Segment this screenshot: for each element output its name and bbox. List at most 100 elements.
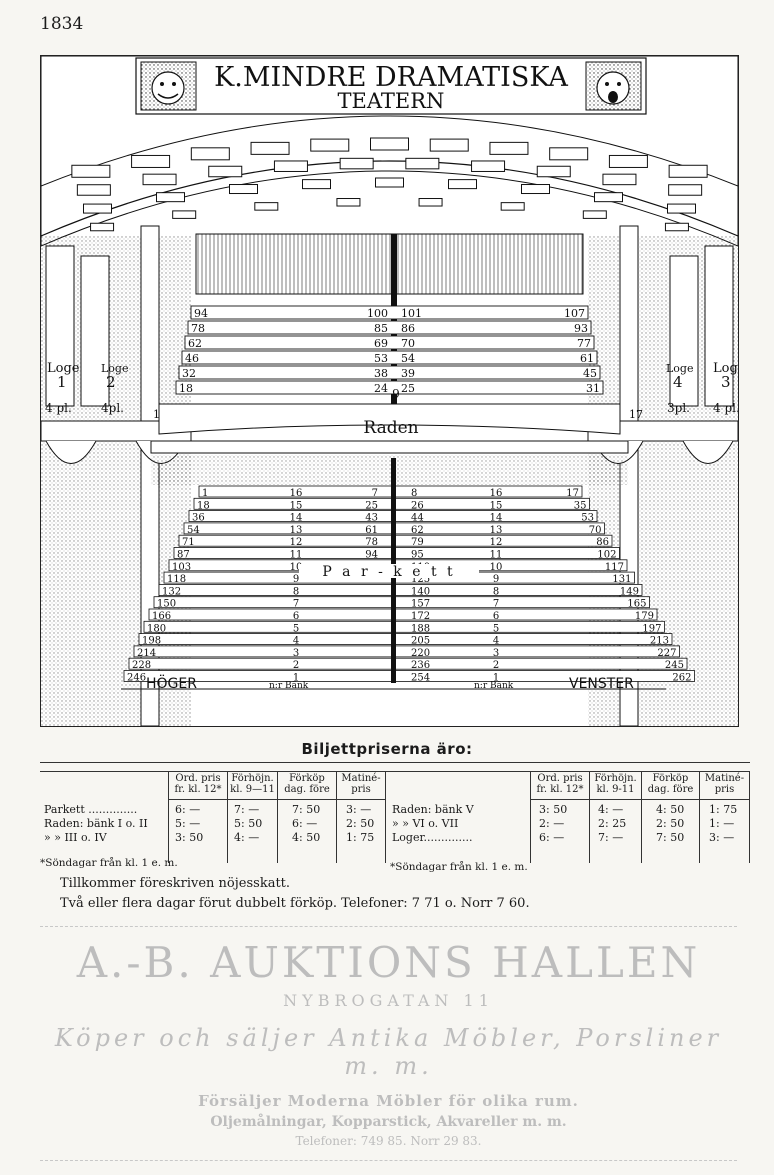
nr-bank-left: n:r Bänk bbox=[269, 681, 309, 691]
ceiling-coffer bbox=[77, 185, 110, 196]
balcony-seat-center-left: 24 bbox=[374, 382, 388, 395]
parkett-seat-center-right: 62 bbox=[411, 525, 424, 536]
parkett-seat-center-right: 254 bbox=[411, 673, 430, 684]
parkett-seat-center-right: 157 bbox=[411, 599, 430, 610]
parkett-row bbox=[134, 646, 680, 657]
price-cell-mat: 3: — bbox=[346, 803, 371, 816]
parkett-seat-left-outer: 246 bbox=[127, 673, 146, 684]
parkett-seat-right-outer: 17 bbox=[566, 488, 579, 499]
parkett-seat-right-outer: 245 bbox=[665, 660, 684, 671]
parkett-seat-right-outer: 165 bbox=[627, 599, 646, 610]
parkett-row-number-left: 8 bbox=[293, 586, 299, 597]
parkett-seat-center-right: 44 bbox=[411, 513, 424, 524]
balcony-seat-center-right: 101 bbox=[401, 307, 422, 320]
page-number: 1834 bbox=[40, 14, 83, 34]
ceiling-coffer bbox=[311, 139, 349, 151]
parkett-row-number-right: 5 bbox=[493, 623, 499, 634]
price-cell-fork: 6: — bbox=[292, 817, 317, 830]
raden-left-number: 1 bbox=[153, 408, 160, 421]
balcony-seat-left: 32 bbox=[182, 367, 196, 380]
note-tax: Tillkommer föreskriven nöjesskatt. bbox=[60, 876, 290, 891]
loge-3-number: 3 bbox=[721, 373, 731, 391]
price-cell-ord: 6: — bbox=[175, 803, 200, 816]
ceiling-coffer bbox=[143, 174, 176, 185]
ceiling-coffer bbox=[669, 185, 702, 196]
price-cell-forh: 2: 25 bbox=[598, 817, 626, 830]
balcony-seat-right: 107 bbox=[564, 307, 585, 320]
parkett-row-number-left: 3 bbox=[293, 648, 299, 659]
parkett-row-number-left: 14 bbox=[290, 513, 303, 524]
ad-paintings: Oljemålningar, Kopparstick, Akvareller m… bbox=[40, 1114, 737, 1130]
ceiling-coffer bbox=[376, 178, 404, 187]
parkett-row-number-left: 9 bbox=[293, 574, 299, 585]
parkett-seat-center-left: 94 bbox=[365, 550, 378, 561]
ceiling-coffer bbox=[595, 193, 623, 202]
ceiling-coffer bbox=[490, 142, 528, 154]
ad-buy-sell: Köper och säljer Antika Möbler, Porsline… bbox=[40, 1024, 737, 1080]
raden-label: Raden bbox=[363, 418, 418, 438]
footnote-right: *Söndagar från kl. 1 e. m. bbox=[390, 861, 528, 873]
ceiling-coffer bbox=[419, 199, 442, 207]
ceiling-coffer bbox=[255, 203, 278, 211]
advertisement: A.-B. AUKTIONS HALLEN NYBROGATAN 11 Köpe… bbox=[40, 918, 737, 1168]
price-cell-mat: 1: 75 bbox=[346, 831, 374, 844]
parkett-row bbox=[159, 584, 642, 595]
parkett-seat-left-outer: 228 bbox=[132, 660, 151, 671]
price-cell-mat: 3: — bbox=[709, 831, 734, 844]
ceiling-coffer bbox=[91, 223, 114, 231]
header-right-ord-pris: Ord. pris fr. kl. 12* bbox=[531, 773, 589, 795]
balcony-row bbox=[185, 336, 594, 349]
parkett-seat-right-outer: 102 bbox=[597, 550, 616, 561]
parkett-label: P a r - k e t t bbox=[322, 564, 455, 580]
parkett-seat-right-outer: 227 bbox=[657, 648, 676, 659]
header-right-forhojn: Förhöjn. kl. 9-11 bbox=[590, 773, 641, 795]
stage-backdrop bbox=[196, 234, 583, 294]
parkett-row-number-right: 15 bbox=[490, 500, 503, 511]
ad-company: A.-B. AUKTIONS HALLEN bbox=[40, 938, 737, 987]
ceiling-coffer bbox=[603, 174, 636, 185]
parkett-row-number-left: 6 bbox=[293, 611, 299, 622]
parkett-row-number-right: 12 bbox=[490, 537, 503, 548]
ceiling-coffer bbox=[84, 204, 112, 213]
parkett-seat-left-outer: 36 bbox=[192, 513, 205, 524]
price-cell-forh: 4: — bbox=[234, 831, 259, 844]
parkett-seat-center-right: 188 bbox=[411, 623, 430, 634]
ceiling-coffer bbox=[609, 155, 647, 167]
parkett-seat-left-outer: 214 bbox=[137, 648, 156, 659]
ceiling-coffer bbox=[668, 204, 696, 213]
price-row-label: Loger.............. bbox=[392, 831, 528, 844]
parkett-row-number-right: 16 bbox=[490, 488, 503, 499]
parkett-seat-left-outer: 150 bbox=[157, 599, 176, 610]
balcony-row bbox=[179, 366, 600, 379]
price-cell-fork: 4: 50 bbox=[292, 831, 320, 844]
price-cell-fork: 4: 50 bbox=[656, 803, 684, 816]
parkett-seat-center-right: 26 bbox=[411, 500, 424, 511]
parkett-seat-center-left: 78 bbox=[365, 537, 378, 548]
parkett-row-number-right: 4 bbox=[493, 636, 499, 647]
loge-4-places: 3pl. bbox=[667, 401, 690, 415]
ceiling-coffer bbox=[274, 161, 307, 172]
price-cell-forh: 4: — bbox=[598, 803, 623, 816]
ceiling-coffer bbox=[449, 180, 477, 189]
parkett-row bbox=[154, 597, 650, 608]
parkett-seat-center-left: 7 bbox=[372, 488, 378, 499]
parkett-seat-center-left: 61 bbox=[365, 525, 378, 536]
header-forhojn: Förhöjn. kl. 9—11 bbox=[228, 773, 277, 795]
parkett-row-number-left: 2 bbox=[293, 660, 299, 671]
loge-1-number: 1 bbox=[57, 373, 67, 391]
parkett-seat-left-outer: 132 bbox=[162, 586, 181, 597]
balcony-seat-center-right: 54 bbox=[401, 352, 415, 365]
balcony-seat-center-left: 100 bbox=[367, 307, 388, 320]
price-cell-forh: 7: — bbox=[598, 831, 623, 844]
parkett-row-number-right: 6 bbox=[493, 611, 499, 622]
ceiling-coffer bbox=[430, 139, 468, 151]
balcony-row bbox=[191, 306, 588, 319]
ad-address: NYBROGATAN 11 bbox=[40, 991, 737, 1010]
price-row-label: » » VI o. VII bbox=[392, 817, 528, 830]
balcony-rail bbox=[151, 441, 628, 453]
ceiling-coffer bbox=[209, 166, 242, 177]
parkett-row bbox=[149, 609, 657, 620]
balcony-seat-center-right: 25 bbox=[401, 382, 415, 395]
parkett-seat-left-outer: 103 bbox=[172, 562, 191, 573]
ceiling-coffer bbox=[337, 199, 360, 207]
